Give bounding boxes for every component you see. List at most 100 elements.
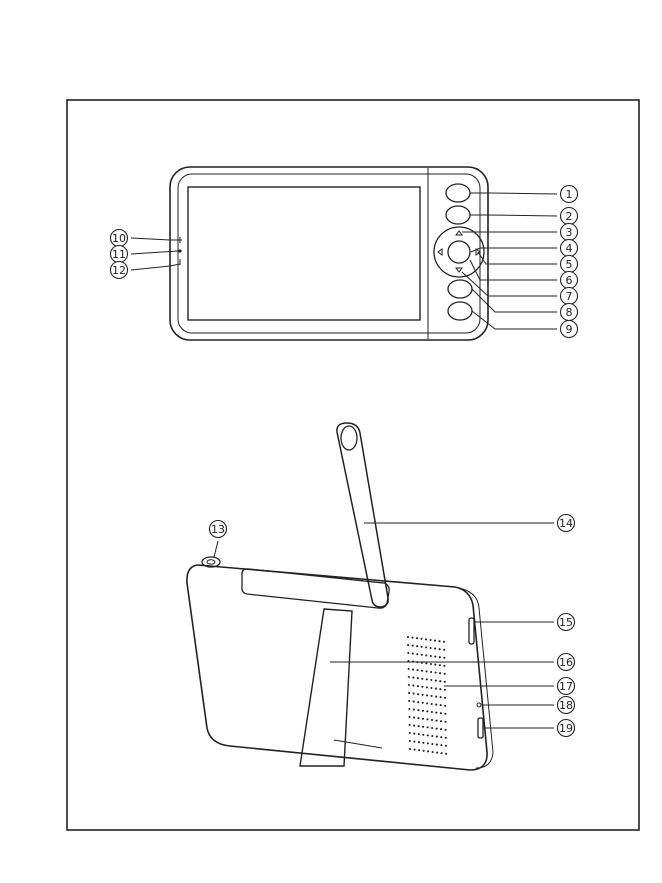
grille-hole bbox=[436, 752, 438, 754]
grille-hole bbox=[435, 704, 437, 706]
grille-hole bbox=[421, 686, 423, 688]
callout-number: 5 bbox=[566, 258, 573, 271]
grille-hole bbox=[430, 655, 432, 657]
callout-10: 10 bbox=[111, 230, 128, 247]
grille-hole bbox=[413, 709, 415, 711]
callout-5: 5 bbox=[561, 256, 578, 273]
grille-hole bbox=[417, 669, 419, 671]
grille-hole bbox=[444, 697, 446, 699]
figure-frame bbox=[67, 100, 639, 830]
grille-hole bbox=[444, 721, 446, 723]
grille-hole bbox=[421, 670, 423, 672]
grille-hole bbox=[417, 685, 419, 687]
front-button-9 bbox=[448, 302, 472, 320]
callout-leader-12 bbox=[131, 264, 180, 270]
callout-number: 16 bbox=[559, 656, 573, 669]
grille-hole bbox=[444, 713, 446, 715]
grille-hole bbox=[439, 648, 441, 650]
grille-hole bbox=[412, 653, 414, 655]
grille-hole bbox=[431, 743, 433, 745]
grille-hole bbox=[431, 735, 433, 737]
grille-hole bbox=[431, 703, 433, 705]
grille-hole bbox=[443, 657, 445, 659]
grille-hole bbox=[440, 704, 442, 706]
grille-hole bbox=[421, 654, 423, 656]
grille-hole bbox=[413, 725, 415, 727]
grille-hole bbox=[425, 654, 427, 656]
grille-hole bbox=[418, 725, 420, 727]
grille-hole bbox=[445, 745, 447, 747]
grille-hole bbox=[435, 680, 437, 682]
front-button-8 bbox=[448, 280, 472, 298]
grille-hole bbox=[425, 646, 427, 648]
grille-hole bbox=[443, 649, 445, 651]
grille-hole bbox=[425, 662, 427, 664]
grille-hole bbox=[435, 696, 437, 698]
grille-hole bbox=[418, 749, 420, 751]
callout-12: 12 bbox=[111, 262, 128, 279]
grille-hole bbox=[426, 710, 428, 712]
callout-number: 2 bbox=[566, 210, 573, 223]
grille-hole bbox=[444, 673, 446, 675]
callout-8: 8 bbox=[561, 304, 578, 321]
side-port-18 bbox=[477, 703, 481, 707]
grille-hole bbox=[443, 641, 445, 643]
grille-hole bbox=[435, 720, 437, 722]
grille-hole bbox=[427, 750, 429, 752]
grille-hole bbox=[427, 742, 429, 744]
grille-hole bbox=[409, 724, 411, 726]
callout-number: 19 bbox=[559, 722, 573, 735]
grille-hole bbox=[408, 708, 410, 710]
grille-hole bbox=[439, 664, 441, 666]
grille-hole bbox=[422, 694, 424, 696]
callout-18: 18 bbox=[558, 697, 575, 714]
callout-number: 3 bbox=[566, 226, 573, 239]
indicator-light-11 bbox=[178, 249, 181, 252]
callout-16: 16 bbox=[558, 654, 575, 671]
grille-hole bbox=[439, 680, 441, 682]
callout-number: 17 bbox=[559, 680, 573, 693]
grille-hole bbox=[407, 652, 409, 654]
grille-hole bbox=[431, 727, 433, 729]
front-button-1 bbox=[446, 184, 470, 202]
grille-hole bbox=[409, 732, 411, 734]
grille-hole bbox=[413, 741, 415, 743]
callout-leader-10 bbox=[131, 238, 178, 240]
grille-hole bbox=[435, 688, 437, 690]
grille-hole bbox=[434, 640, 436, 642]
callout-number: 12 bbox=[112, 264, 126, 277]
grille-hole bbox=[426, 694, 428, 696]
callout-leader-1 bbox=[470, 193, 557, 194]
callout-leader-13 bbox=[214, 541, 218, 557]
grille-hole bbox=[417, 677, 419, 679]
grille-hole bbox=[436, 736, 438, 738]
grille-hole bbox=[417, 693, 419, 695]
grille-hole bbox=[408, 676, 410, 678]
grille-hole bbox=[434, 648, 436, 650]
callout-number: 13 bbox=[211, 523, 225, 536]
callout-leaders bbox=[131, 193, 557, 728]
grille-hole bbox=[421, 678, 423, 680]
grille-hole bbox=[416, 653, 418, 655]
callout-number: 15 bbox=[559, 616, 573, 629]
grille-hole bbox=[414, 749, 416, 751]
grille-hole bbox=[445, 737, 447, 739]
grille-hole bbox=[440, 736, 442, 738]
dpad-up-icon bbox=[456, 231, 462, 235]
callout-leader-6 bbox=[470, 260, 557, 280]
grille-hole bbox=[427, 734, 429, 736]
grille-hole bbox=[429, 639, 431, 641]
grille-hole bbox=[430, 663, 432, 665]
monitor-screen bbox=[188, 187, 420, 320]
grille-hole bbox=[430, 679, 432, 681]
grille-hole bbox=[412, 669, 414, 671]
callout-7: 7 bbox=[561, 288, 578, 305]
speaker-grille bbox=[407, 636, 447, 755]
grille-hole bbox=[431, 695, 433, 697]
callout-1: 1 bbox=[561, 186, 578, 203]
grille-hole bbox=[436, 744, 438, 746]
grille-hole bbox=[434, 664, 436, 666]
grille-hole bbox=[431, 711, 433, 713]
